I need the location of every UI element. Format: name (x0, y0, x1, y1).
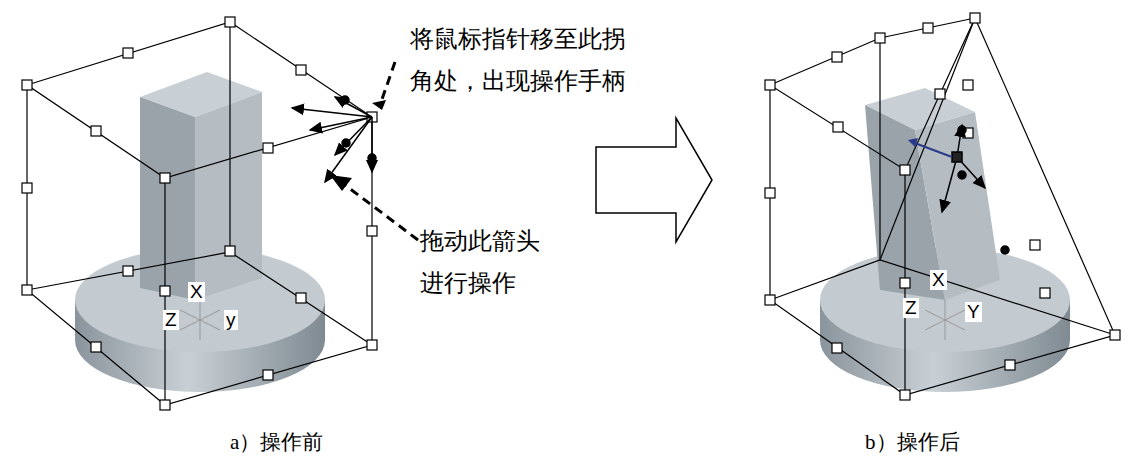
bounding-box-before (27, 22, 372, 405)
manipulator-arrows (292, 96, 376, 182)
axis-label: X (188, 282, 205, 302)
figure-caption: b）操作后 (865, 430, 960, 454)
active-handle (912, 142, 952, 157)
axis-label: Y (965, 302, 982, 322)
active-handle (908, 138, 918, 147)
leader-arrowhead (372, 100, 386, 110)
leader-arrowhead (330, 175, 352, 191)
leader-lines (345, 62, 418, 240)
axis-triad (180, 300, 220, 340)
axis-label: y (224, 310, 238, 330)
axis-label: Z (903, 298, 919, 318)
callout-note: 拖动此箭头进行操作 (420, 220, 545, 304)
axis-triad (925, 300, 965, 340)
handle-squares (765, 13, 1120, 400)
manipulator-arrows (942, 125, 1009, 254)
part-before (75, 72, 325, 392)
process-arrow (596, 118, 712, 242)
handle-squares (22, 17, 377, 410)
callout-note: 将鼠标指针移至此拐角处，出现操作手柄 (410, 18, 632, 102)
axis-label: Z (163, 310, 179, 330)
figure-caption: a）操作前 (230, 430, 323, 454)
part-after (820, 88, 1070, 392)
bounding-box-after (770, 18, 1115, 395)
axis-label: X (930, 270, 947, 290)
